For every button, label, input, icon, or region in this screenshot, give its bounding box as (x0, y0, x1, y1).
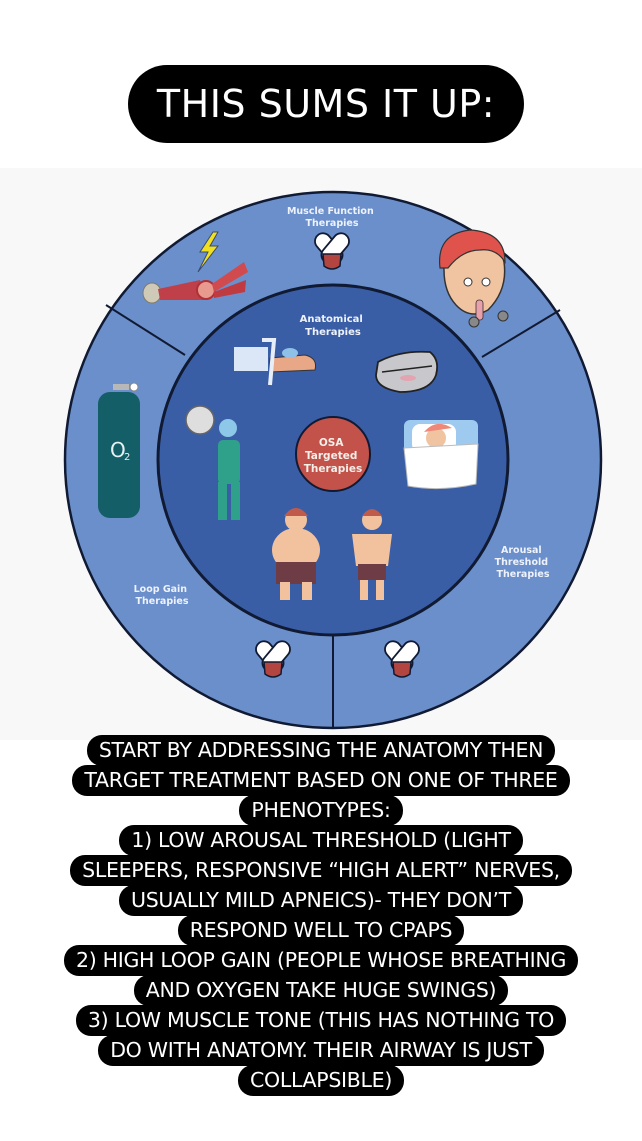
svg-text:O: O (110, 438, 126, 462)
divider-upper-right (481, 309, 561, 358)
muscle-function-label: Muscle Function Therapies (287, 206, 377, 229)
svg-text:2: 2 (124, 452, 130, 463)
arousal-threshold-label: Arousal Threshold Therapies (495, 545, 552, 580)
cpap-mask-nose-icon (234, 338, 316, 386)
caption-line: AND OXYGEN TAKE HUGE SWINGS) (133, 975, 509, 1006)
caption-line: TARGET TREATMENT BASED ON ONE OF THREE (72, 765, 570, 796)
caption-line: USUALLY MILD APNEICS)- THEY DON’T (119, 885, 523, 916)
caption-line: 2) HIGH LOOP GAIN (PEOPLE WHOSE BREATHIN… (63, 945, 579, 976)
mouthguard-oral-appliance-icon (375, 350, 439, 393)
caption-line: RESPOND WELL TO CPAPS (177, 915, 465, 946)
fit-man-icon (352, 509, 392, 600)
oxygen-tank-icon: O 2 (98, 382, 140, 518)
muscle-stimulation-icon (142, 231, 248, 304)
overweight-man-icon (272, 508, 320, 600)
caption-line: PHENOTYPES: (239, 795, 403, 826)
caption-line: SLEEPERS, RESPONSIVE “HIGH ALERT” NERVES… (70, 855, 572, 886)
center-label: OSA Targeted Therapies (304, 437, 363, 475)
phenotype-caption: START BY ADDRESSING THE ANATOMY THEN TAR… (0, 735, 642, 1096)
caption-line: 3) LOW MUSCLE TONE (THIS HAS NOTHING TO (75, 1005, 567, 1036)
center-circle (295, 416, 371, 492)
page-title: THIS SUMS IT UP: (156, 82, 496, 126)
divider-upper-left (105, 304, 186, 356)
surgeon-icon (185, 405, 240, 520)
caption-line: DO WITH ANATOMY. THEIR AIRWAY IS JUST (98, 1035, 544, 1066)
caption-line: START BY ADDRESSING THE ANATOMY THEN (86, 735, 556, 766)
tongue-exercise-boy-icon (438, 229, 509, 328)
caption-line: 1) LOW AROUSAL THRESHOLD (LIGHT (119, 825, 523, 856)
sleeping-person-positional-icon (403, 420, 479, 490)
title-banner: THIS SUMS IT UP: (128, 65, 524, 143)
osa-therapies-diagram: OSA Targeted Therapies Anatomical Therap… (63, 190, 603, 730)
loop-gain-label: Loop Gain Therapies (134, 584, 191, 607)
caption-line: COLLAPSIBLE) (237, 1065, 405, 1096)
anatomical-therapies-label: Anatomical Therapies (300, 314, 367, 338)
